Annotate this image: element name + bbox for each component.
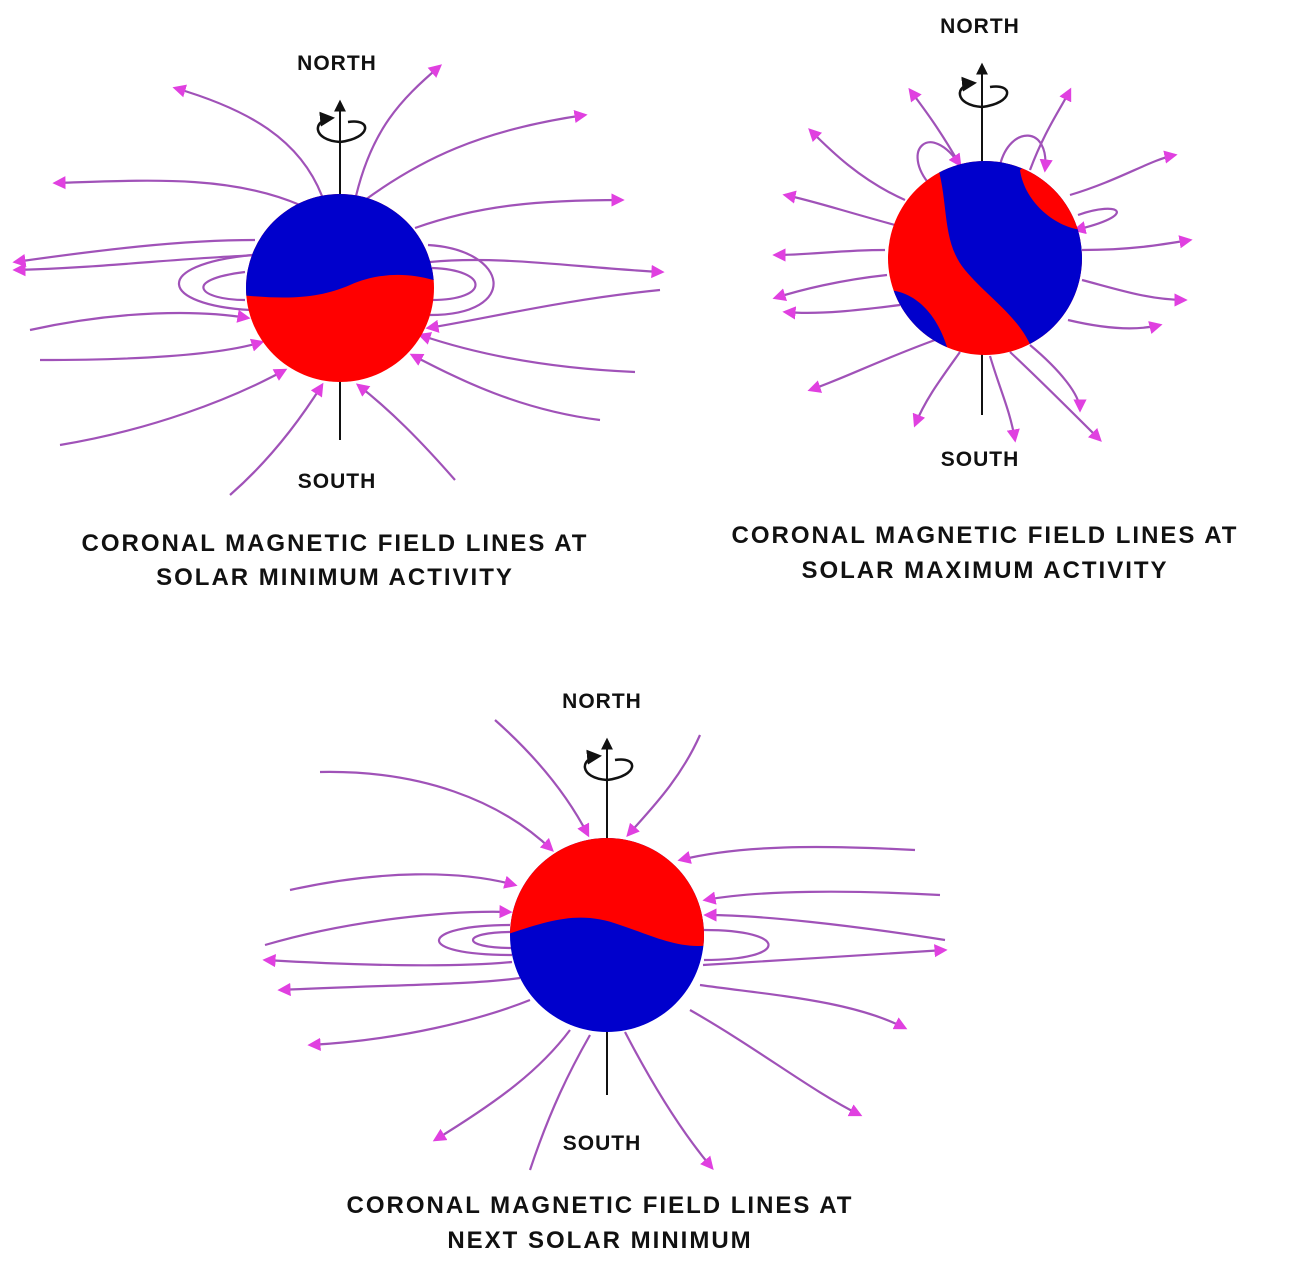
field-line bbox=[355, 383, 456, 481]
field-line bbox=[808, 128, 906, 202]
field-line bbox=[289, 873, 518, 892]
field-line bbox=[229, 382, 324, 496]
field-line-loop bbox=[431, 266, 477, 302]
field-line bbox=[409, 353, 601, 422]
caption-line-1: CORONAL MAGNETIC FIELD LINES AT bbox=[82, 530, 589, 557]
field-line bbox=[414, 193, 625, 230]
field-line bbox=[699, 983, 908, 1030]
panel-next-solar-minimum: NORTH SOUTH CORONAL MAGNETIC FIELD LINES… bbox=[262, 690, 948, 1254]
caption-line-2: NEXT SOLAR MINIMUM bbox=[447, 1227, 752, 1254]
field-line bbox=[807, 338, 936, 393]
field-line bbox=[1067, 318, 1163, 334]
caption-line-2: SOLAR MINIMUM ACTIVITY bbox=[156, 564, 514, 591]
field-line bbox=[702, 944, 948, 967]
field-lines bbox=[772, 87, 1193, 443]
field-line bbox=[262, 954, 513, 968]
field-line bbox=[1028, 87, 1072, 171]
field-line bbox=[677, 845, 916, 864]
field-line bbox=[52, 176, 301, 207]
field-line bbox=[1029, 344, 1087, 413]
field-line bbox=[1069, 150, 1178, 197]
south-label: SOUTH bbox=[298, 470, 377, 493]
field-line bbox=[429, 258, 665, 279]
sun-sphere bbox=[510, 838, 704, 1032]
caption-line-1: CORONAL MAGNETIC FIELD LINES AT bbox=[347, 1192, 854, 1219]
south-label: SOUTH bbox=[941, 448, 1020, 471]
rotation-arrow-icon bbox=[583, 749, 634, 782]
north-label: NORTH bbox=[562, 690, 642, 713]
field-line bbox=[689, 1009, 863, 1117]
field-line bbox=[988, 355, 1020, 443]
field-line-loop bbox=[998, 134, 1053, 173]
field-line bbox=[29, 309, 251, 332]
rotation-arrow-icon bbox=[958, 76, 1009, 109]
field-line bbox=[39, 338, 265, 362]
field-line bbox=[277, 976, 521, 997]
rotation-arrow-icon bbox=[316, 111, 367, 144]
field-line bbox=[354, 64, 443, 197]
field-line bbox=[1009, 351, 1102, 442]
field-line-loop bbox=[916, 141, 962, 186]
field-line bbox=[425, 288, 661, 333]
sun-sphere bbox=[246, 194, 434, 382]
field-line bbox=[1081, 278, 1188, 307]
field-line bbox=[432, 1029, 571, 1142]
field-lines bbox=[262, 719, 948, 1171]
caption-line-2: SOLAR MAXIMUM ACTIVITY bbox=[801, 557, 1168, 584]
field-line-loop bbox=[202, 270, 246, 302]
north-polarity-region bbox=[246, 194, 434, 298]
field-line bbox=[626, 734, 702, 837]
field-line bbox=[12, 253, 261, 277]
field-line-loop bbox=[438, 923, 513, 957]
field-line bbox=[59, 368, 288, 447]
field-line bbox=[307, 998, 531, 1052]
field-line bbox=[624, 1031, 714, 1171]
north-label: NORTH bbox=[940, 15, 1020, 38]
field-line bbox=[912, 351, 961, 428]
field-line bbox=[772, 248, 886, 262]
panel-solar-maximum: NORTH SOUTH CORONAL MAGNETIC FIELD LINES… bbox=[732, 15, 1239, 584]
field-line bbox=[1081, 235, 1193, 252]
field-line bbox=[494, 719, 590, 838]
field-line bbox=[782, 303, 901, 320]
field-line bbox=[264, 905, 513, 947]
field-lines bbox=[12, 64, 665, 496]
field-line bbox=[172, 84, 324, 197]
field-line bbox=[319, 770, 554, 852]
field-line bbox=[364, 109, 588, 201]
field-line-loop bbox=[703, 928, 770, 962]
field-line bbox=[772, 273, 888, 302]
field-line bbox=[702, 890, 941, 905]
sun-sphere bbox=[888, 161, 1082, 355]
panel-solar-minimum: NORTH SOUTH CORONAL MAGNETIC FIELD LINES… bbox=[12, 52, 665, 591]
field-line bbox=[417, 332, 636, 374]
field-line bbox=[703, 908, 946, 942]
field-line-loop bbox=[177, 253, 253, 312]
field-line-loop bbox=[1072, 207, 1118, 235]
field-line bbox=[782, 190, 896, 227]
north-label: NORTH bbox=[297, 52, 377, 75]
caption-line-1: CORONAL MAGNETIC FIELD LINES AT bbox=[732, 522, 1239, 549]
field-line bbox=[12, 238, 256, 268]
field-line-loop bbox=[427, 243, 495, 317]
south-polarity-region bbox=[510, 838, 704, 946]
field-line bbox=[528, 1034, 591, 1171]
south-label: SOUTH bbox=[563, 1132, 642, 1155]
field-line-loop bbox=[472, 930, 513, 950]
